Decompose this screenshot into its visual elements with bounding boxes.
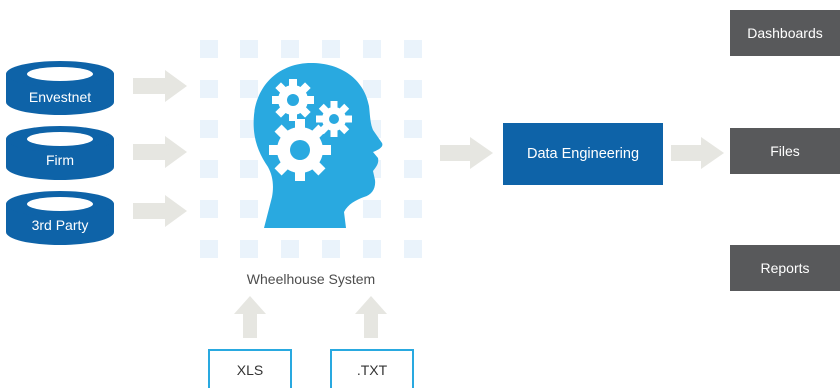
- grid-square: [200, 240, 218, 258]
- arrow-right-icon: [671, 137, 724, 169]
- grid-square: [240, 160, 258, 178]
- grid-square: [322, 40, 340, 58]
- input-txt: .TXT: [330, 349, 414, 388]
- grid-square: [363, 240, 381, 258]
- grid-square: [200, 40, 218, 58]
- grid-square: [404, 80, 422, 98]
- source-label: Firm: [46, 152, 74, 168]
- grid-square: [322, 240, 340, 258]
- grid-square: [404, 120, 422, 138]
- grid-square: [281, 40, 299, 58]
- database-icon: [6, 191, 114, 245]
- source-label: 3rd Party: [31, 217, 89, 233]
- grid-square: [404, 200, 422, 218]
- output-dashboards: Dashboards: [730, 10, 840, 56]
- source-firm: Firm: [5, 125, 115, 181]
- grid-square: [240, 80, 258, 98]
- arrow-right-icon: [133, 70, 187, 102]
- grid-square: [404, 240, 422, 258]
- database-icon: [6, 126, 114, 180]
- source-label: Envestnet: [28, 89, 92, 105]
- arrow-right-icon: [133, 136, 187, 168]
- grid-square: [240, 240, 258, 258]
- grid-square: [240, 200, 258, 218]
- grid-square: [404, 40, 422, 58]
- grid-square: [240, 40, 258, 58]
- source-3rd-party: 3rd Party: [5, 190, 115, 246]
- grid-square: [200, 200, 218, 218]
- database-icon: [6, 61, 114, 115]
- arrow-right-icon: [133, 195, 187, 227]
- grid-square: [404, 160, 422, 178]
- grid-square: [363, 200, 381, 218]
- grid-square: [281, 240, 299, 258]
- arrow-right-icon: [440, 137, 493, 169]
- grid-square: [363, 80, 381, 98]
- data-engineering-box: Data Engineering: [503, 123, 663, 185]
- grid-square: [363, 40, 381, 58]
- grid-square: [200, 80, 218, 98]
- arrow-up-icon: [355, 296, 387, 338]
- system-label: Wheelhouse System: [246, 271, 376, 287]
- grid-square: [200, 120, 218, 138]
- output-reports: Reports: [730, 245, 840, 291]
- output-files: Files: [730, 128, 840, 174]
- input-xls: XLS: [208, 349, 292, 388]
- arrow-up-icon: [234, 296, 266, 338]
- source-envestnet: Envestnet: [5, 60, 115, 116]
- grid-square: [200, 160, 218, 178]
- grid-square: [240, 120, 258, 138]
